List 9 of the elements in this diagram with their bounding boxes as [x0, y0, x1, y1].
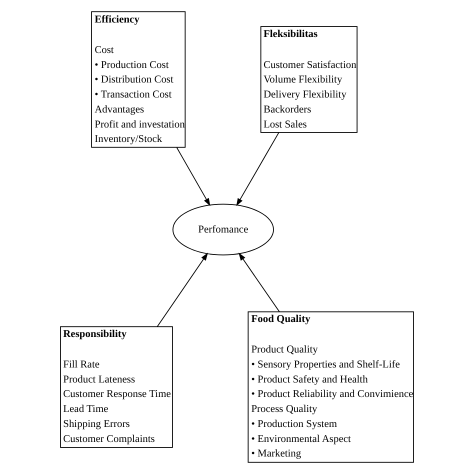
node-box: Responsibility Fill Rate Product Lateness Customer Response Time Lead Time Shipping Errors Customer Complaints — [60, 326, 173, 448]
arrow — [236, 132, 280, 206]
arrow — [176, 147, 210, 206]
node-box: Efficiency Cost • Production Cost • Distribution Cost • Transaction Cost Advantages Profit and investation Inventory/Stock — [91, 11, 186, 148]
node-box: Fleksibilitas Customer Satisfaction Volume Flexibility Delivery Flexibility Backorders Lost Sales — [260, 26, 358, 133]
node-box: Food Quality Product Quality • Sensory Properties and Shelf-Life • Product Safety and Health • Product Reliability and Convimience Process Quality • Production System • Environmental Aspect • Marketing — [248, 311, 414, 463]
node-ellipse: Perfomance — [172, 204, 274, 256]
arrow — [238, 252, 280, 312]
arrow — [156, 252, 208, 328]
